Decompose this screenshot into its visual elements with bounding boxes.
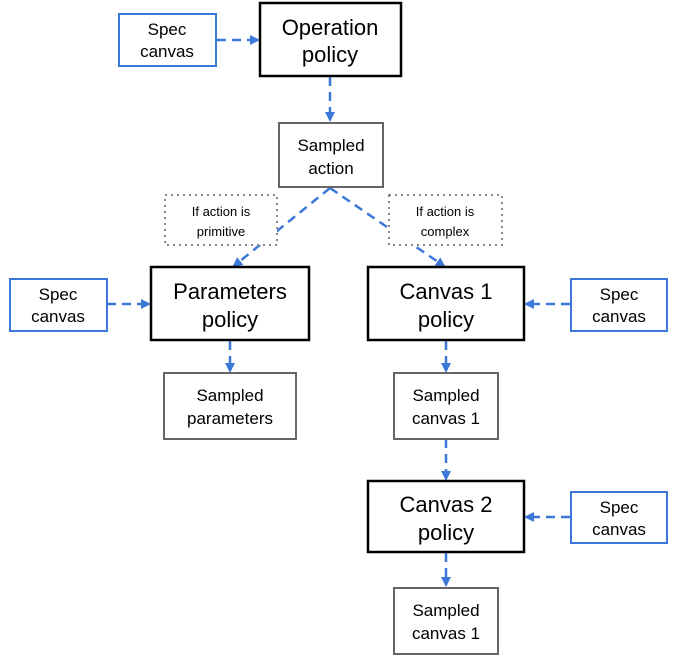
canvas2-policy-box: Canvas 2 policy (366, 479, 526, 554)
sampled-canvas1-b-line2: canvas 1 (412, 624, 480, 643)
operation-policy-line1: Operation (282, 15, 379, 40)
note-complex-line2: complex (421, 224, 470, 239)
spec-canvas-left-line1: Spec (39, 285, 78, 304)
spec-canvas-top-line1: Spec (148, 20, 187, 39)
sampled-parameters-box: Sampled parameters (163, 372, 297, 440)
sampled-canvas1-box-b: Sampled canvas 1 (393, 587, 499, 655)
arrows (107, 35, 570, 587)
arrow-sampled-action-to-canvas1-policy (329, 186, 446, 268)
sampled-canvas1-box-a: Sampled canvas 1 (393, 372, 499, 440)
note-complex-line1: If action is (416, 204, 475, 219)
spec-canvas-right-1-line2: canvas (592, 307, 646, 326)
sampled-canvas1-a-line2: canvas 1 (412, 409, 480, 428)
sampled-parameters-line2: parameters (187, 409, 273, 428)
note-complex: If action is complex (388, 194, 503, 246)
sampled-action-line1: Sampled (297, 136, 364, 155)
sampled-canvas1-a-line1: Sampled (412, 386, 479, 405)
spec-canvas-top: Spec canvas (118, 13, 217, 67)
note-primitive-line2: primitive (197, 224, 245, 239)
spec-canvas-top-line2: canvas (140, 42, 194, 61)
note-primitive-line1: If action is (192, 204, 251, 219)
canvas1-policy-line1: Canvas 1 (400, 279, 493, 304)
spec-canvas-right-2: Spec canvas (570, 491, 668, 544)
canvas1-policy-line2: policy (418, 307, 474, 332)
parameters-policy-box: Parameters policy (149, 265, 311, 342)
parameters-policy-line1: Parameters (173, 279, 287, 304)
operation-policy-line2: policy (302, 42, 358, 67)
operation-policy-box: Operation policy (258, 1, 403, 78)
sampled-parameters-line1: Sampled (196, 386, 263, 405)
sampled-action-box: Sampled action (278, 122, 384, 188)
note-primitive: If action is primitive (164, 194, 278, 246)
sampled-action-line2: action (308, 159, 353, 178)
spec-canvas-right-2-line2: canvas (592, 520, 646, 539)
sampled-canvas1-b-line1: Sampled (412, 601, 479, 620)
spec-canvas-right-2-line1: Spec (600, 498, 639, 517)
spec-canvas-left: Spec canvas (9, 278, 108, 332)
canvas2-policy-line2: policy (418, 520, 474, 545)
arrow-sampled-action-to-parameters-policy (232, 187, 331, 268)
parameters-policy-line2: policy (202, 307, 258, 332)
canvas1-policy-box: Canvas 1 policy (366, 265, 526, 342)
spec-canvas-right-1: Spec canvas (570, 278, 668, 332)
spec-canvas-left-line2: canvas (31, 307, 85, 326)
spec-canvas-right-1-line1: Spec (600, 285, 639, 304)
canvas2-policy-line1: Canvas 2 (400, 492, 493, 517)
